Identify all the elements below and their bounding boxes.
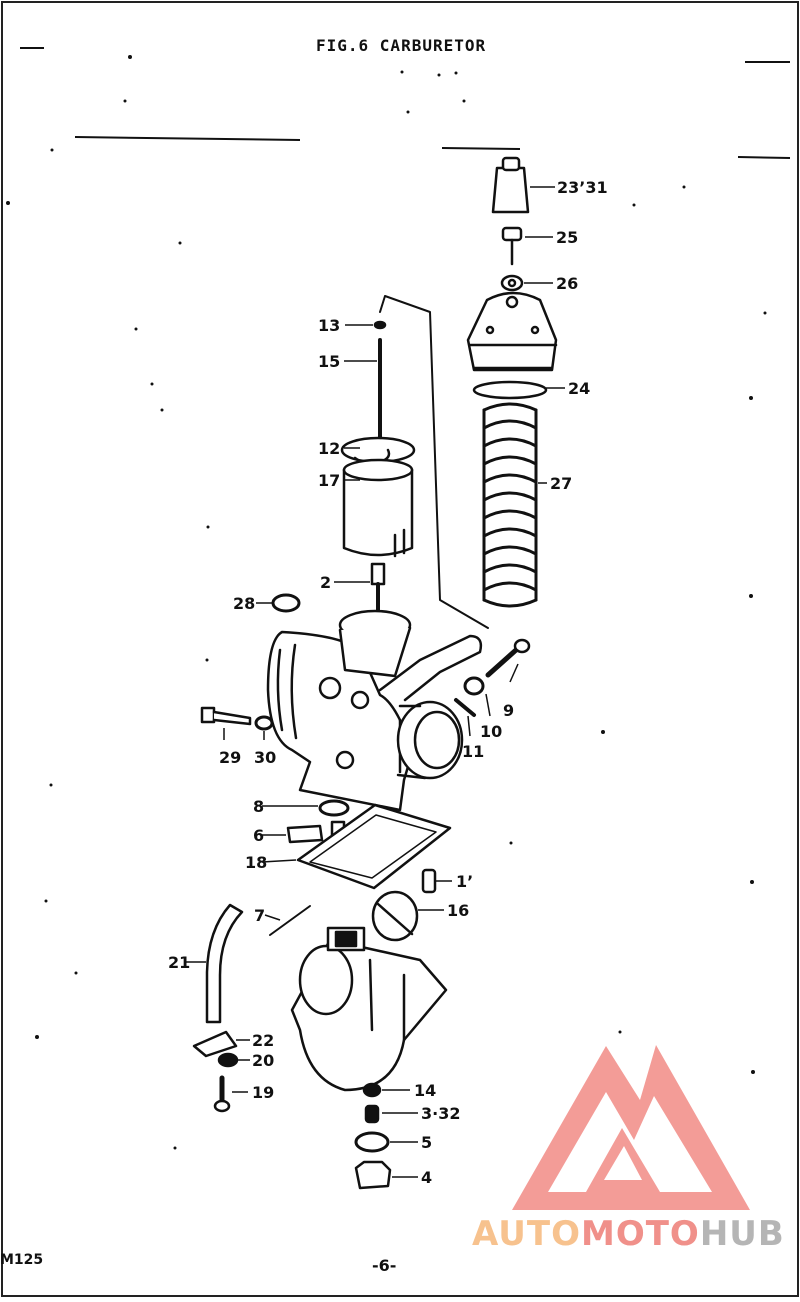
part-o-ring-28 <box>271 593 301 613</box>
callout-8: 8 <box>253 797 264 816</box>
throttle-cable-path <box>379 295 489 629</box>
watermark-hub: HUB <box>699 1214 785 1254</box>
part-washer-14 <box>362 1082 382 1098</box>
watermark-text: AUTOMOTOHUB <box>472 1214 785 1254</box>
part-screw-19 <box>213 1075 231 1113</box>
callout-2: 2 <box>320 573 331 592</box>
part-bolt-4 <box>354 1160 392 1190</box>
callout-29: 29 <box>219 748 241 767</box>
part-main-jet-1 <box>421 868 437 894</box>
callout-5: 5 <box>421 1133 432 1152</box>
callout-1: 1’ <box>456 872 473 891</box>
callout-13: 13 <box>318 316 340 335</box>
part-washer-20 <box>217 1052 239 1068</box>
part-gasket-18-inner <box>309 814 437 879</box>
callout-6: 6 <box>253 826 264 845</box>
callout-22: 22 <box>252 1031 274 1050</box>
callout-12: 12 <box>318 439 340 458</box>
part-nut-26 <box>500 274 524 292</box>
callout-14: 14 <box>414 1081 436 1100</box>
callout-25: 25 <box>556 228 578 247</box>
part-air-screw-29 <box>200 706 252 726</box>
callout-26: 26 <box>556 274 578 293</box>
part-overflow-pipe-21 <box>205 903 244 1024</box>
part-throttle-valve-17 <box>342 458 414 558</box>
callout-16: 16 <box>447 901 469 920</box>
header-rules <box>20 47 791 159</box>
callout-23-31: 23’31 <box>557 178 608 197</box>
callout-4: 4 <box>421 1168 432 1187</box>
callout-20: 20 <box>252 1051 274 1070</box>
callout-27: 27 <box>550 474 572 493</box>
callout-15: 15 <box>318 352 340 371</box>
watermark-moto: MOTO <box>580 1214 700 1254</box>
part-clamp-22 <box>192 1030 238 1058</box>
watermark-auto: AUTO <box>472 1214 581 1254</box>
callout-9: 9 <box>503 701 514 720</box>
page-number: -6- <box>372 1256 397 1275</box>
part-carburetor-body <box>266 609 483 812</box>
callout-3-32: 3·32 <box>421 1104 460 1123</box>
callout-30: 30 <box>254 748 276 767</box>
model-label: M125 <box>0 1252 44 1268</box>
callout-28: 28 <box>233 594 255 613</box>
part-clip-13 <box>373 320 387 330</box>
callout-24: 24 <box>568 379 590 398</box>
callout-19: 19 <box>252 1083 274 1102</box>
part-spring-27 <box>482 402 538 608</box>
part-spring-30 <box>254 715 274 731</box>
part-mixing-chamber-top <box>466 291 558 372</box>
callout-10: 10 <box>480 722 502 741</box>
part-screw-9 <box>485 638 531 678</box>
part-gasket-5 <box>354 1131 390 1153</box>
part-o-ring-8 <box>318 799 350 817</box>
part-float-pin-7 <box>269 905 311 936</box>
part-gasket-24 <box>472 380 548 400</box>
part-float-16 <box>371 890 419 942</box>
part-float-chamber <box>290 926 448 1092</box>
callout-18: 18 <box>245 853 267 872</box>
callout-21: 21 <box>168 953 190 972</box>
figure-title: FIG.6 CARBURETOR <box>316 36 487 55</box>
part-screw-25 <box>501 226 523 266</box>
watermark-logo-icon <box>512 1045 750 1210</box>
part-drain-3-32 <box>364 1104 380 1124</box>
part-cap-23-31 <box>491 156 530 214</box>
scan-specks <box>6 55 767 1150</box>
part-screw-11 <box>454 698 476 717</box>
callout-11: 11 <box>462 742 484 761</box>
callout-7: 7 <box>254 906 265 925</box>
part-spring-10 <box>463 676 485 696</box>
leader-lines <box>186 186 565 1178</box>
callout-17: 17 <box>318 471 340 490</box>
